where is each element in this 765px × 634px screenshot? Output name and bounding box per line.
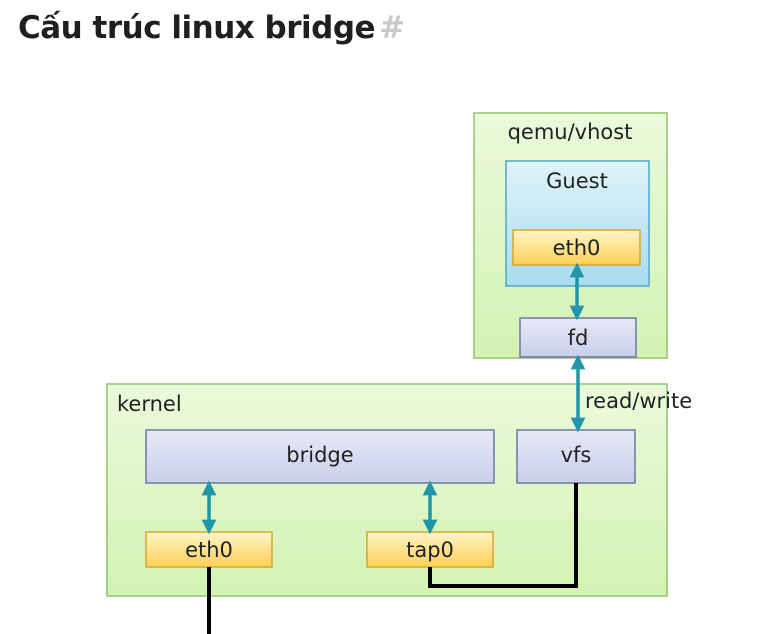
bridge-box [145, 429, 495, 484]
kernel-label: kernel [117, 392, 182, 416]
kernel-eth0-box [145, 531, 273, 568]
guest-eth0-label: eth0 [553, 236, 601, 260]
fd-label: fd [568, 326, 589, 350]
heading-title: Cấu trúc linux bridge [18, 10, 376, 46]
tap0-vfs-wire [428, 483, 578, 588]
guest-label: Guest [546, 169, 608, 193]
vfs-label: vfs [561, 443, 592, 467]
read-write-label: read/write [585, 389, 692, 413]
kernel-eth0-label: eth0 [185, 538, 233, 562]
guest-eth0-box [512, 229, 641, 266]
bridge-label: bridge [286, 443, 353, 467]
page-heading: Cấu trúc linux bridge# [18, 6, 405, 50]
tap0-label: tap0 [406, 538, 454, 562]
qemu-vhost-label: qemu/vhost [508, 120, 633, 144]
heading-anchor-link[interactable]: # [379, 10, 405, 46]
vfs-box [516, 429, 636, 484]
